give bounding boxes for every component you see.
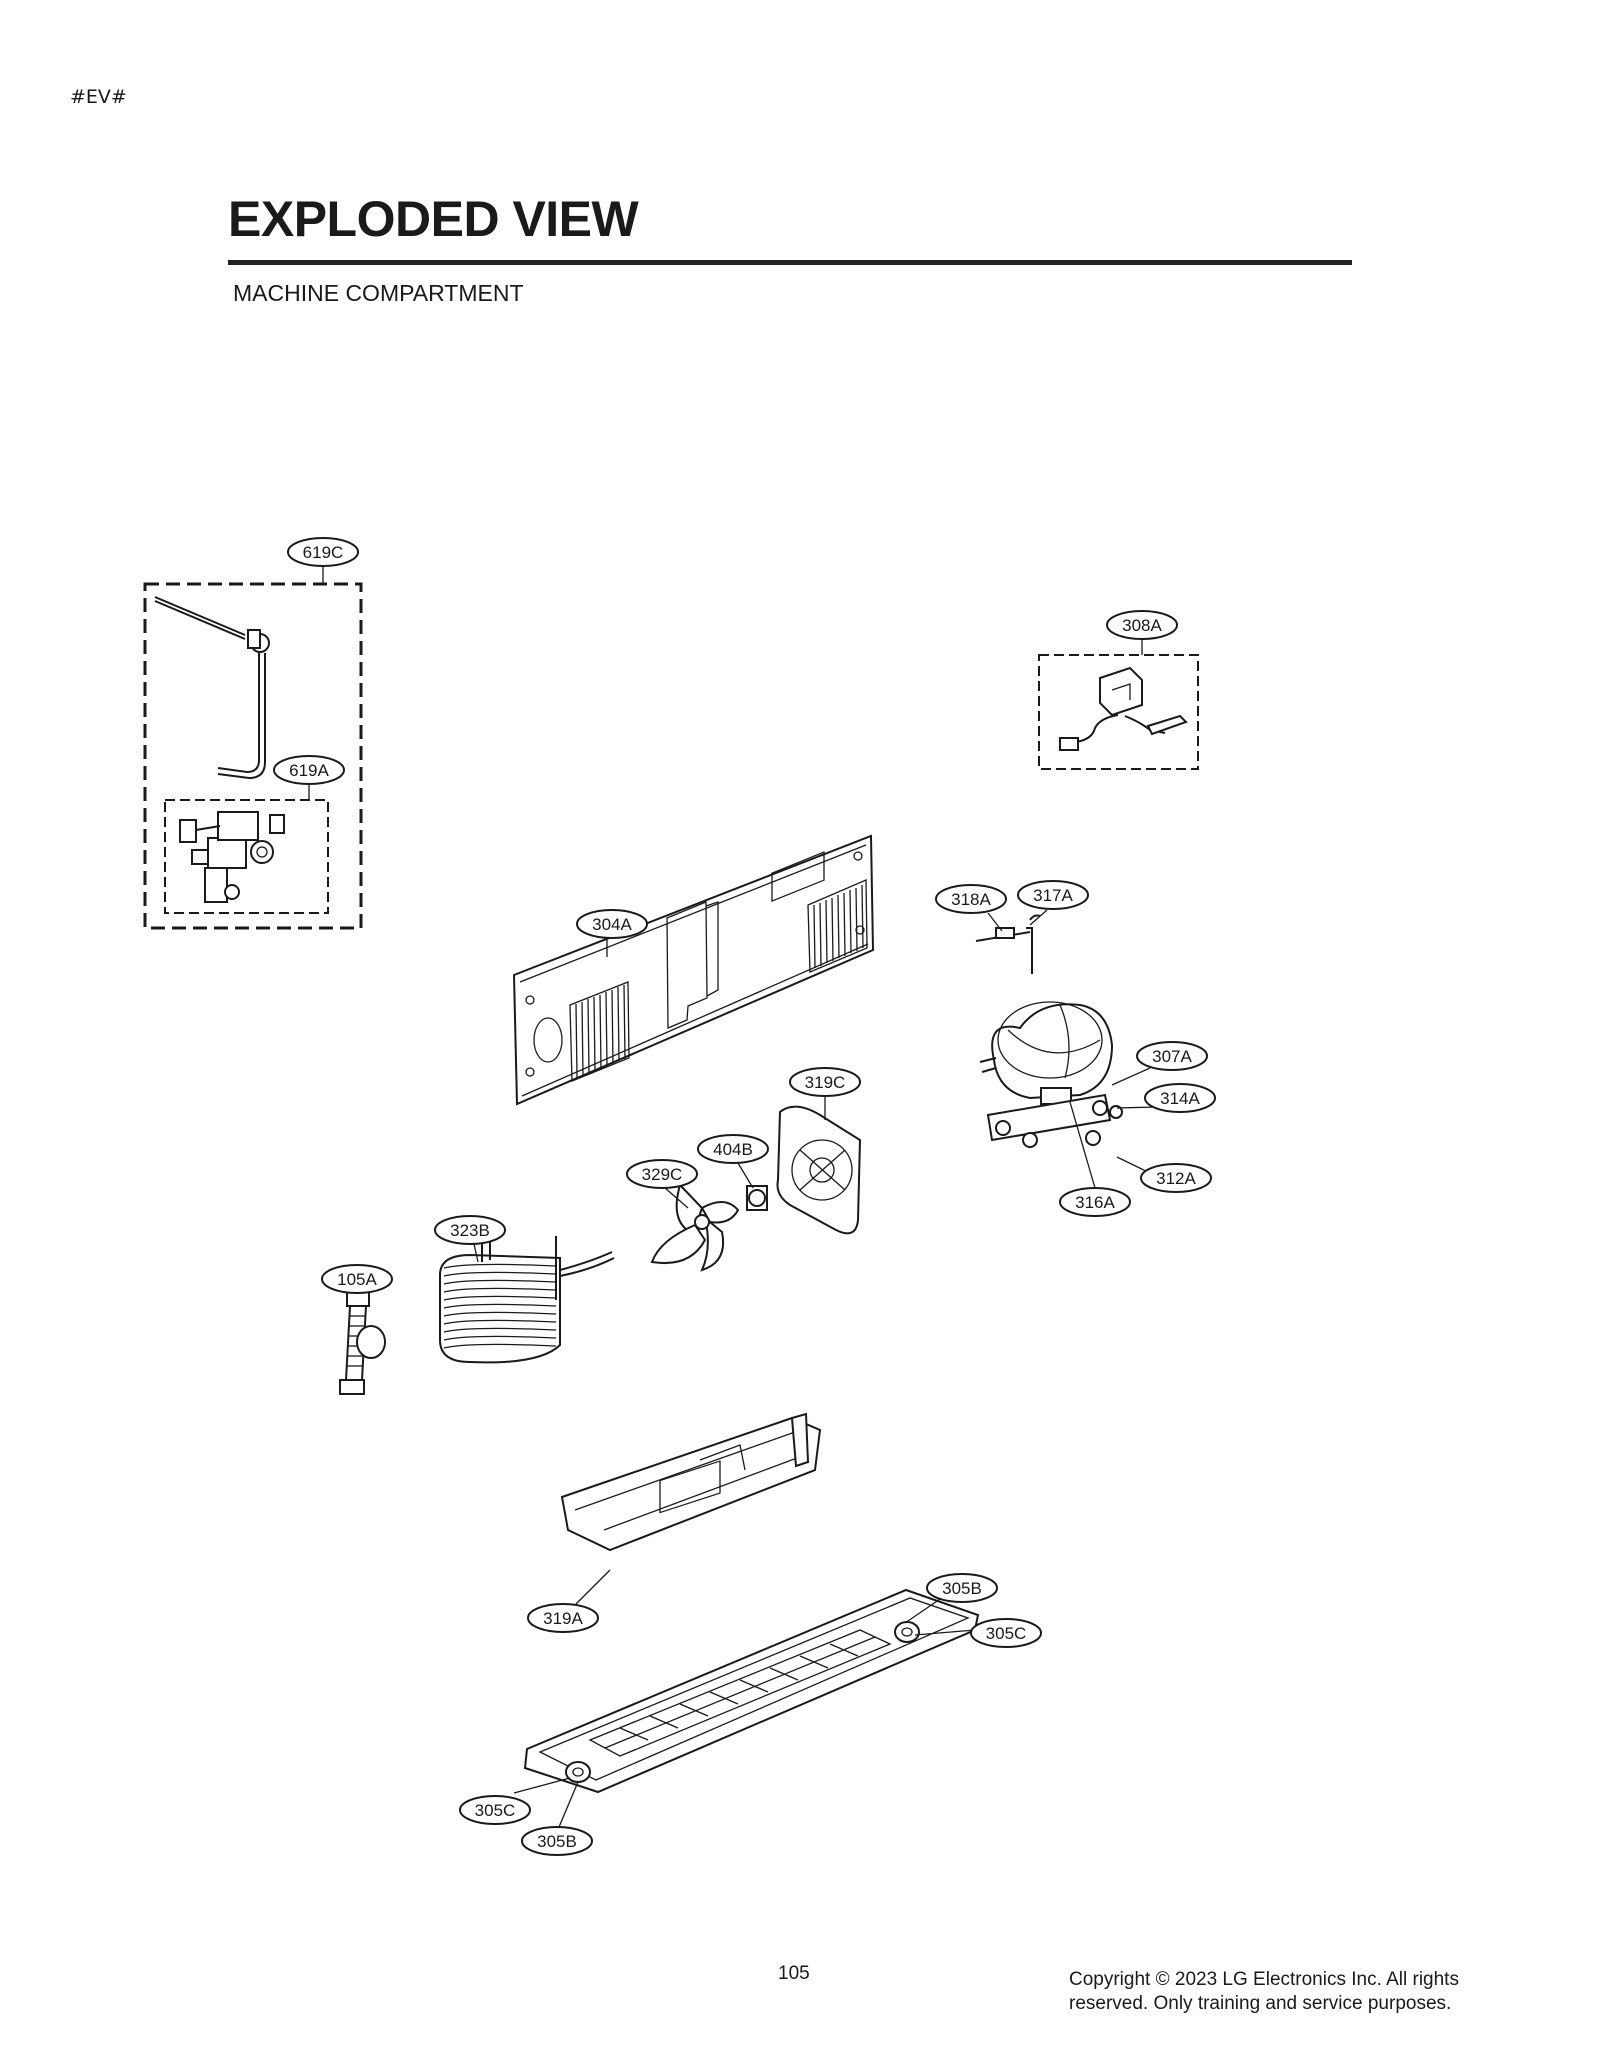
- svg-text:305B: 305B: [942, 1579, 982, 1598]
- svg-text:105A: 105A: [337, 1270, 377, 1289]
- svg-text:304A: 304A: [592, 915, 632, 934]
- callout-305B-top: 305B: [926, 1573, 998, 1603]
- svg-text:318A: 318A: [951, 890, 991, 909]
- part-619C-assembly: [143, 582, 363, 930]
- svg-text:619A: 619A: [289, 761, 329, 780]
- callout-312A: 312A: [1140, 1163, 1212, 1193]
- svg-text:404B: 404B: [713, 1140, 753, 1159]
- page-number: 105: [778, 1963, 810, 1984]
- svg-text:312A: 312A: [1156, 1169, 1196, 1188]
- part-308A-relay: [1038, 654, 1199, 770]
- svg-text:305C: 305C: [475, 1801, 516, 1820]
- callout-329C: 329C: [626, 1159, 698, 1189]
- callout-308A: 308A: [1106, 610, 1178, 640]
- svg-text:323B: 323B: [450, 1221, 490, 1240]
- svg-text:619C: 619C: [303, 543, 344, 562]
- document-tag: #EV#: [70, 86, 127, 108]
- svg-text:305C: 305C: [986, 1624, 1027, 1643]
- vent-grille-left: [569, 981, 630, 1082]
- callout-307A: 307A: [1136, 1041, 1208, 1071]
- svg-text:317A: 317A: [1033, 886, 1073, 905]
- part-304A-back-cover: [512, 834, 875, 1106]
- vent-grille-right: [807, 879, 868, 973]
- svg-text:305B: 305B: [537, 1832, 577, 1851]
- foot-305B-top: [894, 1621, 920, 1643]
- part-404B-fan-motor: [746, 1185, 768, 1211]
- svg-text:329C: 329C: [642, 1165, 683, 1184]
- callout-305C-bottom: 305C: [459, 1795, 531, 1825]
- part-307A-compressor: [979, 1001, 1123, 1148]
- svg-text:316A: 316A: [1075, 1193, 1115, 1212]
- page-title: EXPLODED VIEW: [228, 191, 639, 247]
- svg-text:308A: 308A: [1122, 616, 1162, 635]
- part-329C-fan-blade: [650, 1183, 740, 1272]
- callout-323B: 323B: [434, 1215, 506, 1245]
- section-subtitle: MACHINE COMPARTMENT: [233, 280, 524, 306]
- svg-text:319A: 319A: [543, 1609, 583, 1628]
- callout-304A: 304A: [576, 909, 648, 939]
- callout-619C: 619C: [287, 537, 359, 567]
- foot-305B-bottom: [565, 1761, 591, 1783]
- svg-text:319C: 319C: [805, 1073, 846, 1092]
- callout-317A: 317A: [1017, 880, 1089, 910]
- svg-text:307A: 307A: [1152, 1047, 1192, 1066]
- callout-318A: 318A: [935, 884, 1007, 914]
- part-319C-fan-shroud: [776, 1105, 862, 1235]
- title-rule: [228, 260, 1352, 265]
- part-318A-317A-fittings: [975, 914, 1041, 974]
- callout-316A: 316A: [1059, 1187, 1131, 1217]
- callout-305C-top: 305C: [970, 1618, 1042, 1648]
- callout-105A: 105A: [321, 1264, 393, 1294]
- callout-305B-bottom: 305B: [521, 1826, 593, 1856]
- svg-text:314A: 314A: [1160, 1089, 1200, 1108]
- callout-319C: 319C: [789, 1067, 861, 1097]
- part-319A-base-frame: [560, 1412, 822, 1552]
- callout-314A: 314A: [1144, 1083, 1216, 1113]
- copyright-notice: Copyright © 2023 LG Electronics Inc. All…: [1069, 1968, 1529, 2016]
- part-105A-drain-hose: [339, 1291, 386, 1395]
- callout-319A: 319A: [527, 1603, 599, 1633]
- callout-404B: 404B: [697, 1134, 769, 1164]
- callout-619A: 619A: [273, 755, 345, 785]
- part-323B-condenser: [439, 1236, 615, 1364]
- part-619A-valve: [164, 799, 329, 914]
- copyright-line-2: reserved. Only training and service purp…: [1069, 1993, 1452, 2014]
- copyright-line-1: Copyright © 2023 LG Electronics Inc. All…: [1069, 1969, 1459, 1990]
